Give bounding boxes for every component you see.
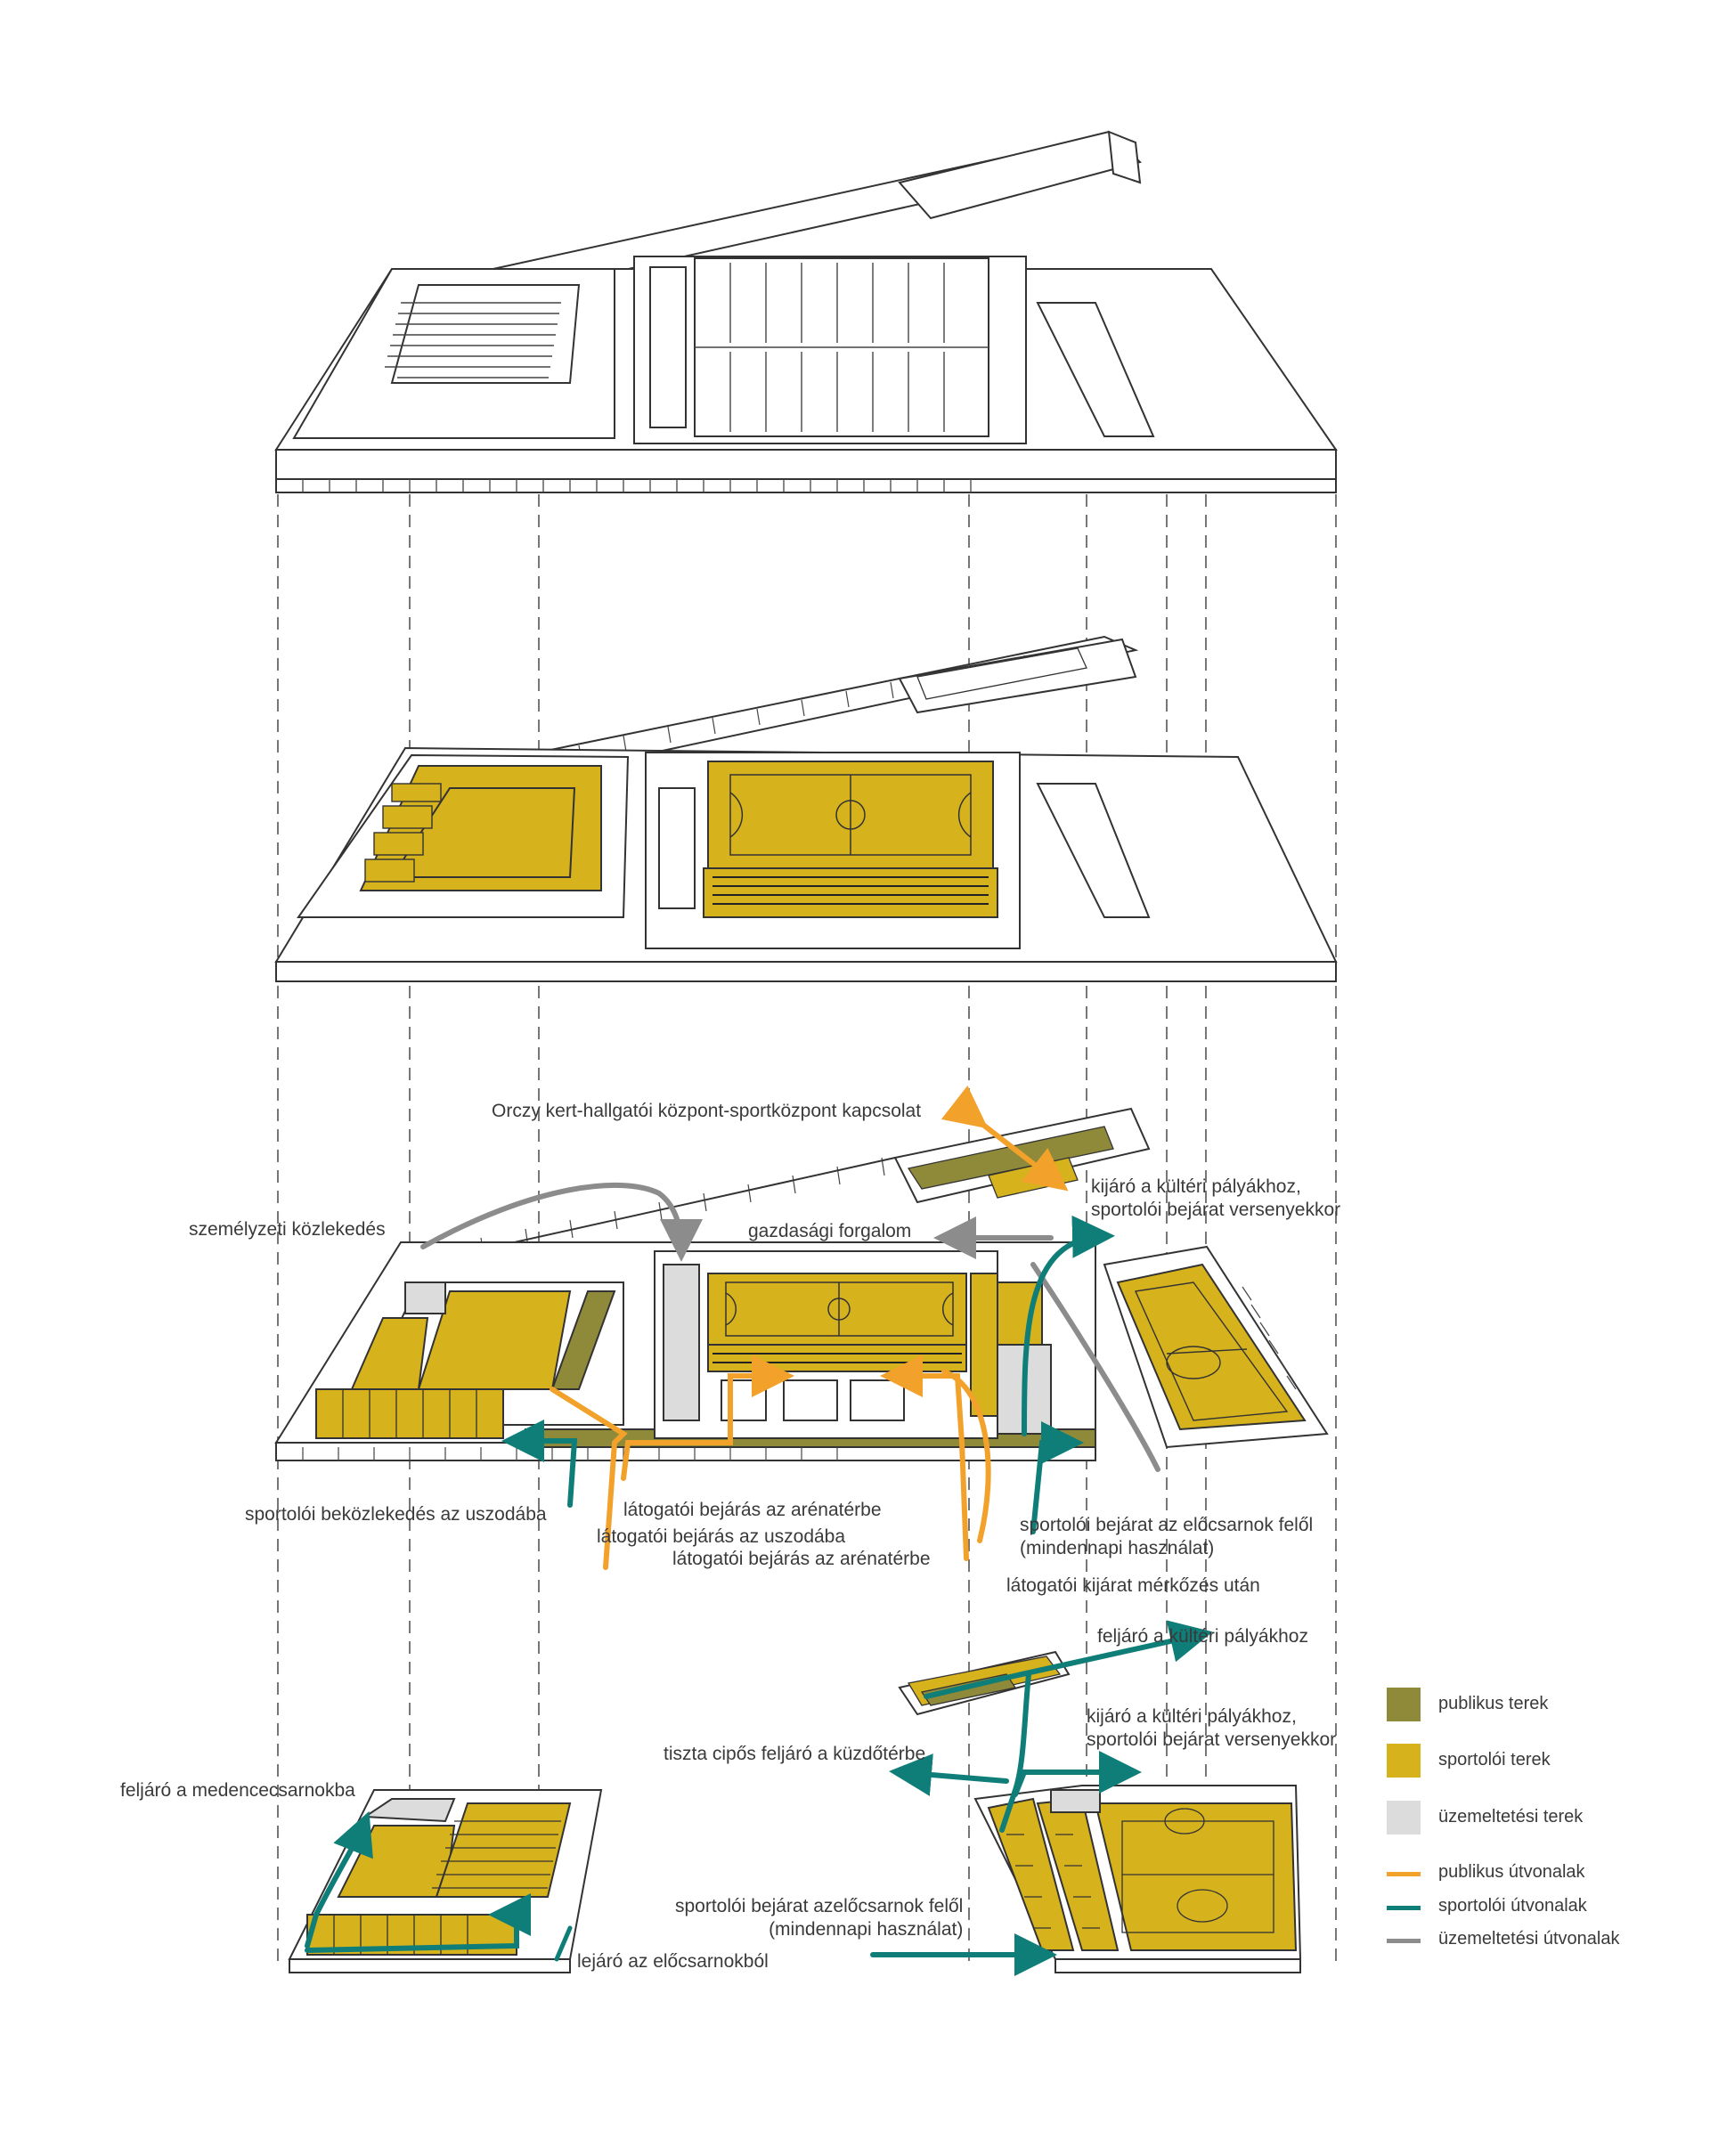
level-ground (274, 1107, 1329, 1461)
legend-swatch (1387, 1744, 1421, 1778)
legend-label: publikus terek (1438, 1694, 1549, 1713)
legend-swatch (1387, 1801, 1421, 1835)
label-gazdasagi: gazdasági forgalom (748, 1221, 912, 1241)
routes-ground (420, 1085, 1160, 1570)
label-feljaro-kulteri: feljáró a kültéri pályákhoz (1097, 1626, 1308, 1647)
label-tiszta-cipos: tiszta cipős feljáró a küzdőtérbe (664, 1744, 926, 1764)
level-upper (274, 635, 1338, 982)
legend-line (1387, 1939, 1421, 1943)
level-roof (274, 130, 1338, 493)
legend-label: sportolói terek (1438, 1750, 1551, 1770)
legend-label: üzemeltetési terek (1438, 1807, 1584, 1826)
routes-basement (305, 1620, 1213, 1976)
label-latogatoi-arena-1: látogatói bejárás az arénatérbe (623, 1500, 882, 1520)
label-kijaro-versenyek-1: kijáró a kültéri pályákhoz, sportolói be… (1091, 1176, 1341, 1221)
legend-swatch (1387, 1688, 1421, 1721)
legend-label: sportolói útvonalak (1438, 1896, 1587, 1916)
legend-label: publikus útvonalak (1438, 1862, 1585, 1882)
label-latogatoi-uszoda: látogatói bejárás az uszodába (597, 1526, 846, 1547)
label-sportoloi-azelocsarnok: sportolói bejárat azelőcsarnok felől (mi… (675, 1896, 964, 1940)
legend-line (1387, 1906, 1421, 1910)
legend-label: üzemeltetési útvonalak (1438, 1929, 1620, 1949)
label-lejaro: lejáró az előcsarnokból (577, 1951, 769, 1972)
label-sportoloi-elocsarnok: sportolói bejárat az előcsarnok felől (m… (1020, 1515, 1314, 1559)
label-sportoloi-uszoda: sportolói beközlekedés az uszodába (245, 1504, 547, 1525)
label-feljaro-medence: feljáró a medencecsarnokba (120, 1780, 355, 1801)
label-szemelyzeti: személyzeti közlekedés (189, 1219, 386, 1240)
legend-line (1387, 1872, 1421, 1876)
label-orczy: Orczy kert-hallgatói központ-sportközpon… (492, 1101, 922, 1121)
label-kijaro-versenyek-2: kijáró a kültéri pályákhoz, sportolói be… (1087, 1706, 1337, 1751)
label-latogatoi-kijarat: látogatói kijárat mérkőzés után (1006, 1575, 1260, 1596)
label-latogatoi-arena-2: látogatói bejárás az arénatérbe (672, 1549, 931, 1569)
